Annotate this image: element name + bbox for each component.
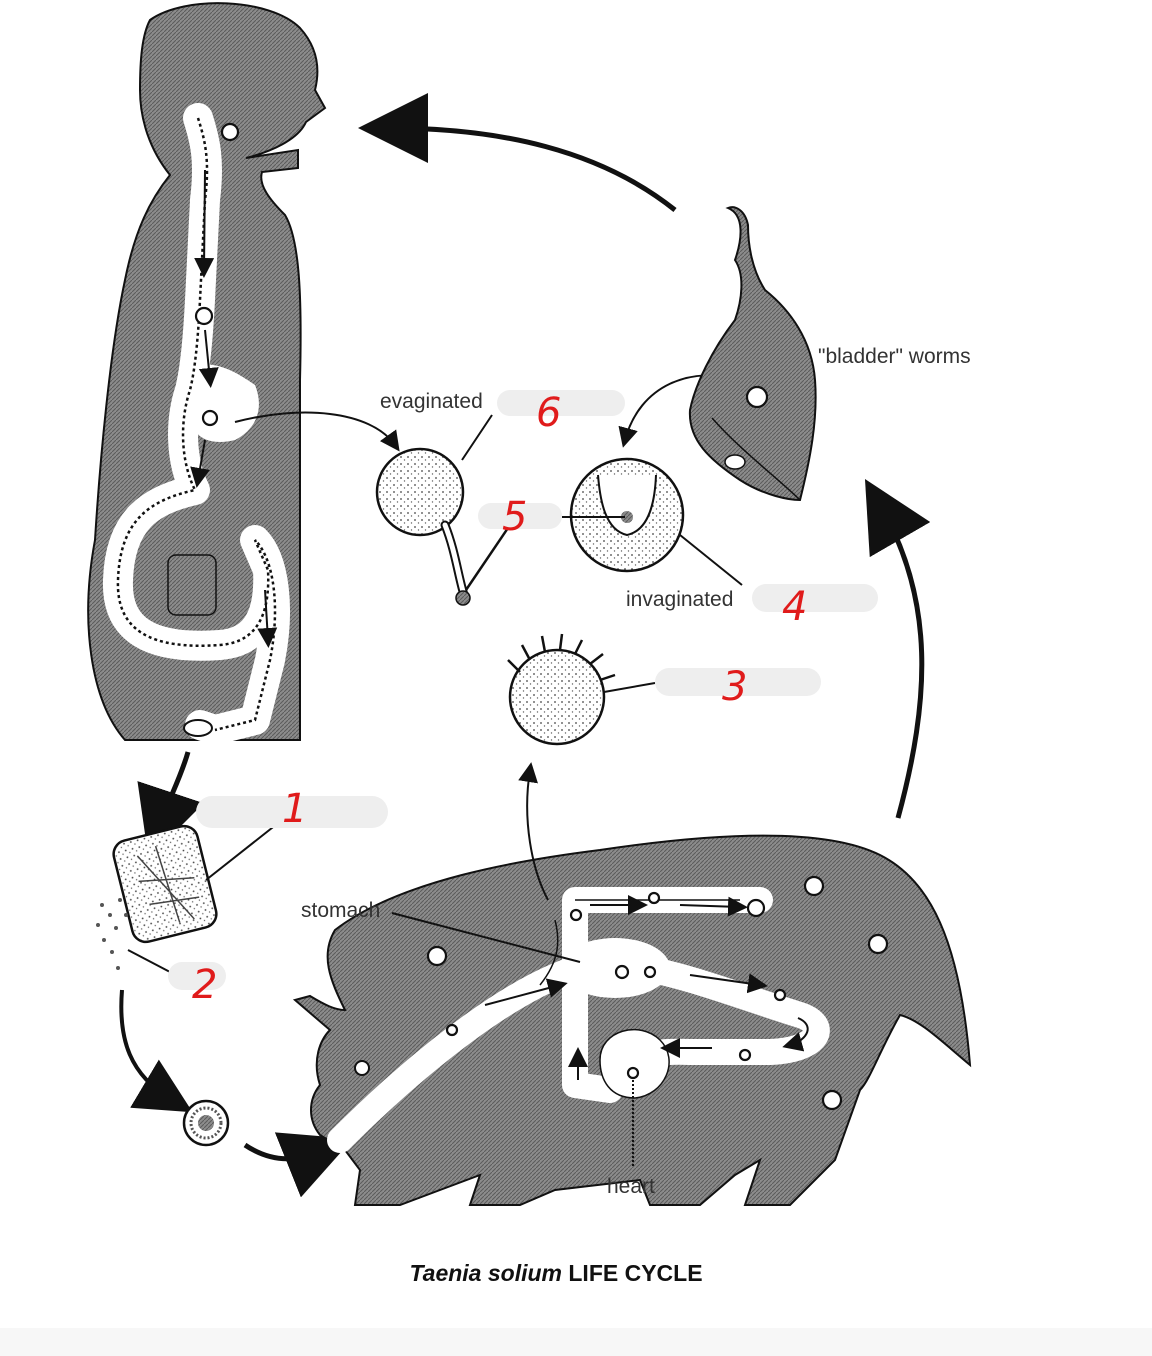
human-host [87,2,327,745]
egg [182,1099,230,1147]
label-invaginated: invaginated [626,588,733,611]
oncosphere-icon [643,965,657,979]
caption-title: LIFE CYCLE [562,1260,703,1286]
label-evaginated: evaginated [380,390,483,413]
answer-blanks [168,390,878,990]
cyst-icon [746,898,766,918]
invaginated-cysticercus [562,374,746,586]
cyst-icon [867,933,889,955]
cyst-icon [426,945,448,967]
label-bladder-worms: "bladder" worms [818,345,971,368]
eggs [96,898,128,970]
oncosphere [507,633,656,746]
answer-3: 3 [722,664,747,710]
oncosphere-icon [626,1066,640,1080]
answer-5: 5 [502,494,527,540]
evaginated-cysticercus [234,411,514,606]
answer-2: 2 [192,962,217,1008]
cyst-icon [745,385,769,409]
cyst-icon [445,1023,459,1037]
oncosphere-icon [738,1048,752,1062]
cyst-icon [201,409,219,427]
oncosphere-icon [773,988,787,1002]
page-footer-band [0,1328,1152,1356]
oncosphere-icon [614,964,630,980]
proglottid [96,819,283,973]
label-stomach: stomach [301,899,380,922]
label-heart: heart [607,1175,655,1198]
answer-4: 4 [782,584,807,630]
cyst-icon [194,306,214,326]
answer-6: 6 [536,390,561,436]
caption: Taenia solium LIFE CYCLE [409,1260,702,1286]
cyst-icon [803,875,825,897]
cycle-arrows [119,93,931,1198]
caption-species: Taenia solium [409,1260,562,1286]
cyst-icon [821,1089,843,1111]
oncosphere-icon [647,891,661,905]
pork-meat [688,206,817,502]
answer-1: 1 [282,786,307,832]
cyst-icon [220,122,240,142]
oncosphere-icon [569,908,583,922]
pig-host [292,762,972,1206]
